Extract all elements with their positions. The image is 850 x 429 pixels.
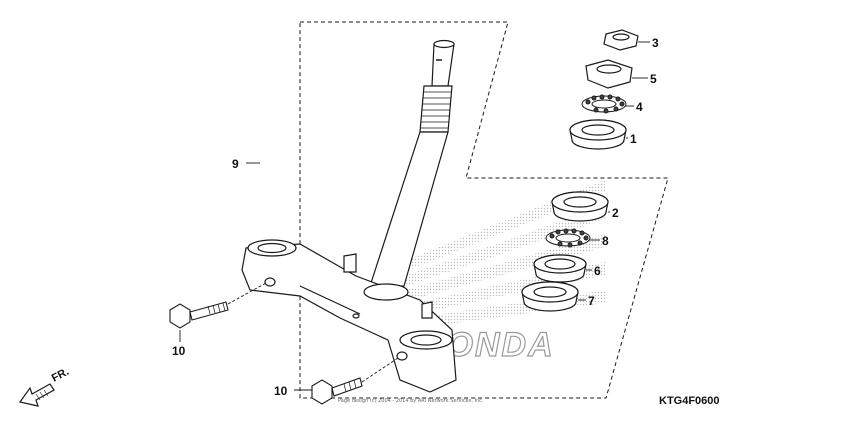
front-direction-label: FR. [50,366,71,385]
callout-4: 4 [636,100,643,114]
steering-stem-part [369,39,455,287]
callout-2: 2 [612,206,619,220]
callout-labels: 3 5 4 1 2 8 6 7 9 10 10 [172,36,659,398]
callout-6: 6 [594,264,601,278]
ball-race-4-part [581,94,627,114]
bottom-bridge-part [241,239,457,393]
callout-8: 8 [602,234,609,248]
bolt-10-upper-part [169,301,229,329]
assembly-frame [299,21,669,399]
bolt-10-lower-part [311,377,363,405]
callout-5: 5 [650,72,657,86]
callout-7: 7 [588,294,595,308]
front-direction-arrow-icon: FR. [18,366,71,407]
cone-race-2-part [551,191,609,222]
ball-race-8-part [545,228,591,248]
top-race-1-part [569,119,627,150]
dust-seal-7-part [521,281,579,312]
bolt-guide-lines [227,282,399,383]
callout-1: 1 [630,132,637,146]
diagram-code: KTG4F0600 [659,395,720,407]
callout-10-lower: 10 [274,384,288,398]
copyright-footer: Page design (c) 2004 - 2014 by ARI Netwo… [338,398,484,404]
leader-lines [179,41,650,391]
race-6-part [533,254,587,283]
callout-3: 3 [652,36,659,50]
adjusting-nut-5-part [585,59,633,89]
callout-9: 9 [232,157,239,171]
lock-nut-3-part [603,29,639,51]
callout-10-upper: 10 [172,344,186,358]
